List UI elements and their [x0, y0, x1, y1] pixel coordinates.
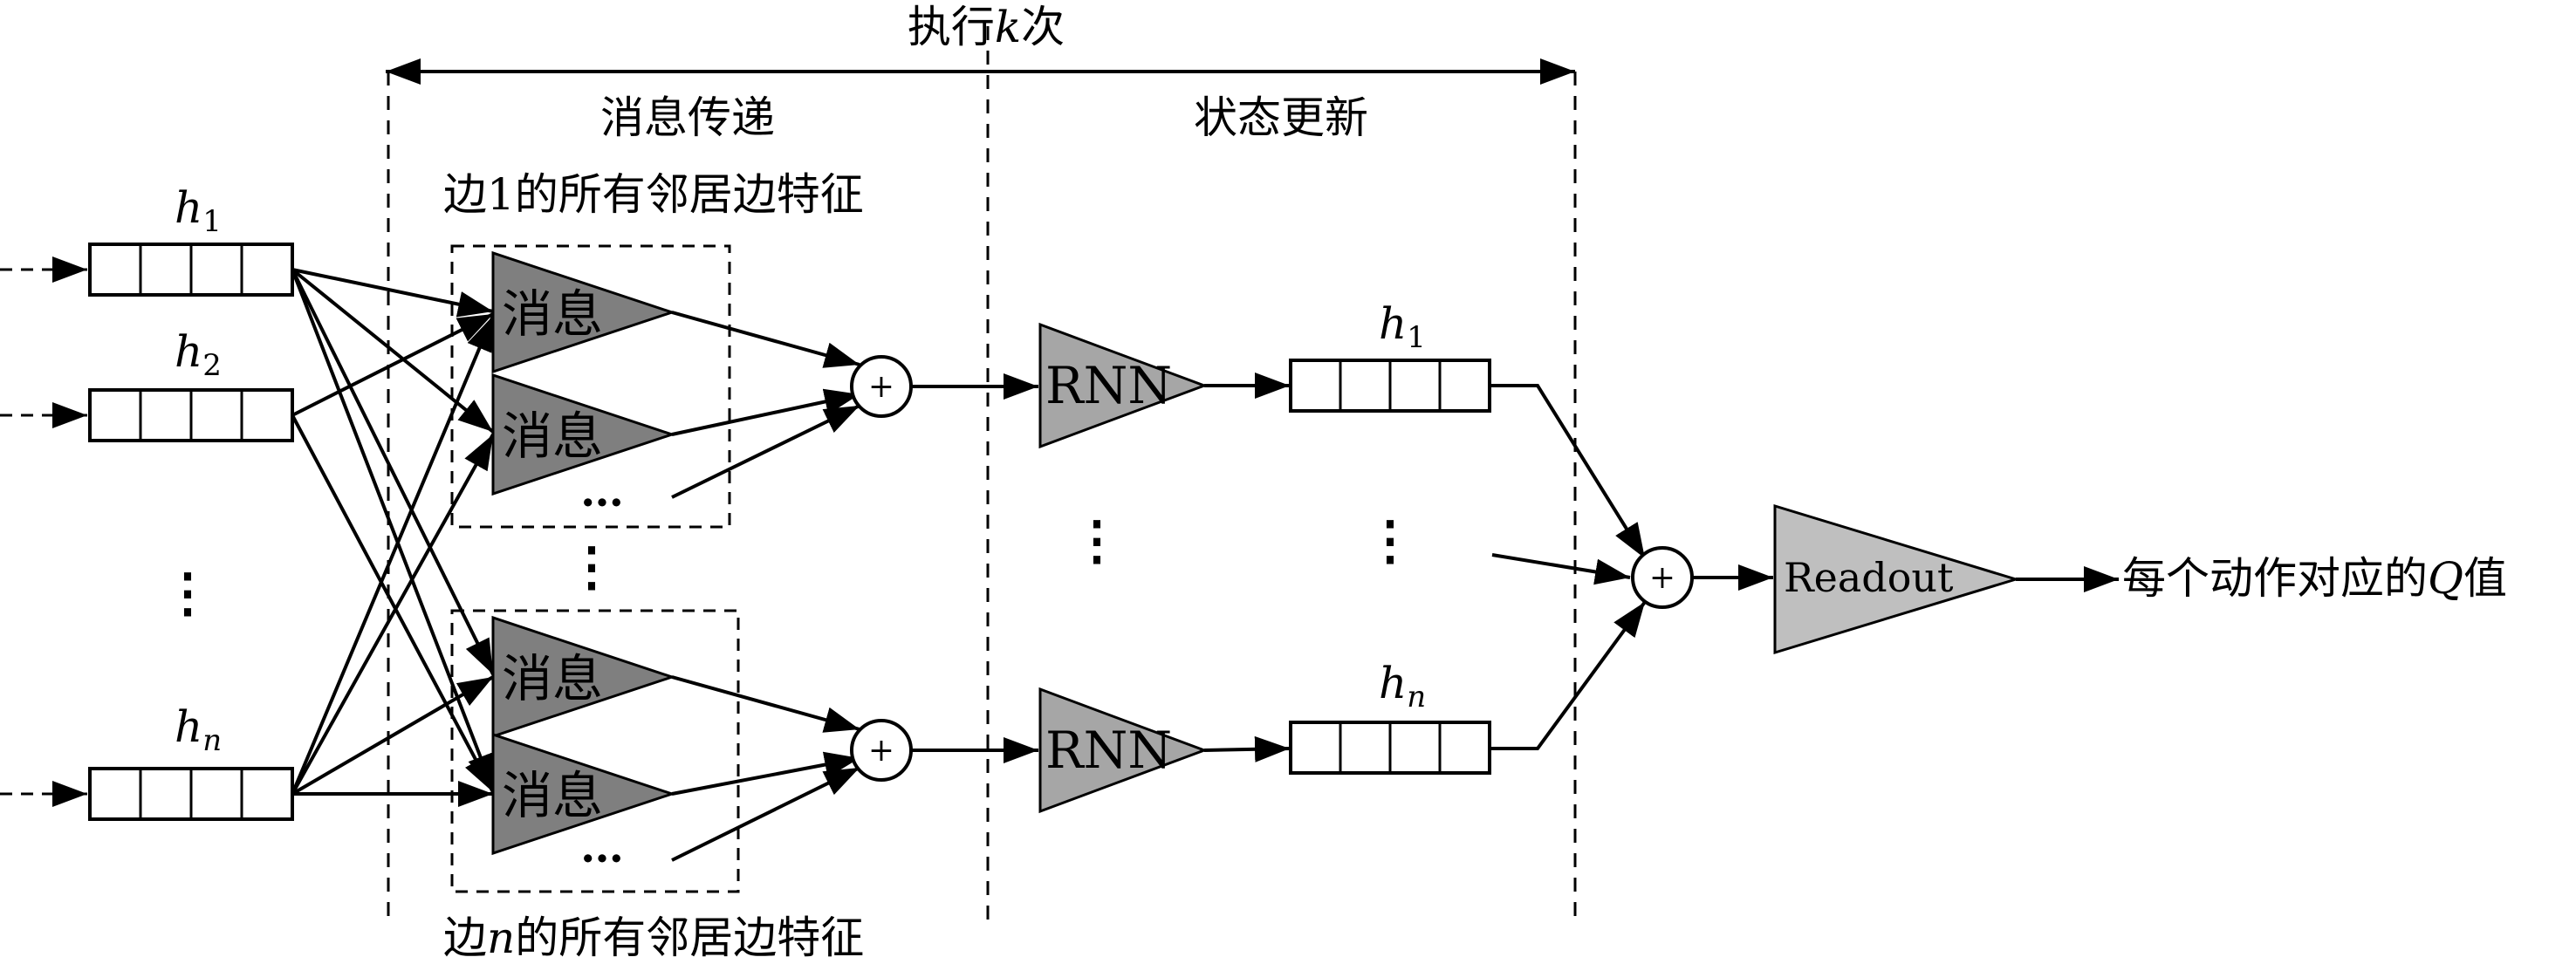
- repeat-label: 执行k次: [908, 2, 1065, 52]
- readout-label: Readout: [1784, 554, 1954, 601]
- input-h1: h1: [0, 182, 294, 297]
- input-h2-label: h2: [175, 326, 222, 383]
- rnn-block-1: RNN: [1038, 322, 1209, 449]
- state-hn-label: hn: [1379, 658, 1426, 714]
- rnnn-to-state-arrow: [1203, 735, 1291, 762]
- edgen-features-caption: 边n的所有邻居边特征: [443, 913, 864, 963]
- input-hn-label: hn: [175, 701, 222, 758]
- rnn-block-n: RNN: [1038, 687, 1209, 814]
- rnn-label: RNN: [1045, 356, 1172, 415]
- message-block-na: 消息: [491, 615, 676, 739]
- input-vertical-ellipsis: ⋮: [161, 563, 214, 624]
- sum-node-final: +: [1631, 546, 1694, 609]
- edgen-message-ellipsis: …: [580, 821, 624, 872]
- sum-node-1-symbol: +: [868, 369, 894, 405]
- rnn-label: RNN: [1045, 721, 1172, 780]
- state-hn: hn: [1289, 658, 1491, 775]
- sum-node-final-symbol: +: [1649, 560, 1675, 596]
- message-label: 消息: [502, 649, 603, 708]
- edgen-to-sum-lines: [671, 675, 860, 862]
- state-update-title: 状态更新: [1194, 92, 1368, 143]
- message-passing-title: 消息传递: [600, 92, 775, 143]
- state-vertical-ellipsis: ⋮: [1364, 510, 1416, 571]
- readout-block: Readout: [1773, 503, 2021, 655]
- message-label: 消息: [502, 766, 603, 825]
- input-h1-label: h1: [175, 182, 222, 239]
- message-label: 消息: [502, 407, 603, 466]
- sum-node-1: +: [850, 355, 913, 418]
- rnn-vertical-ellipsis: ⋮: [1071, 510, 1123, 571]
- output-label: 每个动作对应的Q值: [2122, 553, 2507, 604]
- edgen-message-group: [450, 609, 740, 893]
- edge1-message-group: [450, 244, 731, 529]
- group-vertical-ellipsis: ⋮: [565, 537, 618, 598]
- edge1-features-caption: 边1的所有邻居边特征: [443, 169, 864, 220]
- message-block-nb: 消息: [491, 732, 676, 856]
- edge1-to-sum-lines: [671, 311, 860, 499]
- state-to-sum-lines: [1490, 384, 1647, 750]
- message-block-1a: 消息: [491, 250, 676, 374]
- state-h1-label: h1: [1379, 298, 1426, 355]
- message-block-1b: 消息: [491, 373, 676, 496]
- sum-node-n-symbol: +: [868, 733, 894, 769]
- state-h1: h1: [1289, 298, 1491, 413]
- input-h2: h2: [0, 326, 294, 442]
- message-label: 消息: [502, 284, 603, 344]
- input-hn: hn: [0, 701, 294, 821]
- edge1-message-ellipsis: …: [580, 465, 624, 516]
- sum-node-n: +: [850, 719, 913, 782]
- input-to-message-connections: [291, 268, 495, 807]
